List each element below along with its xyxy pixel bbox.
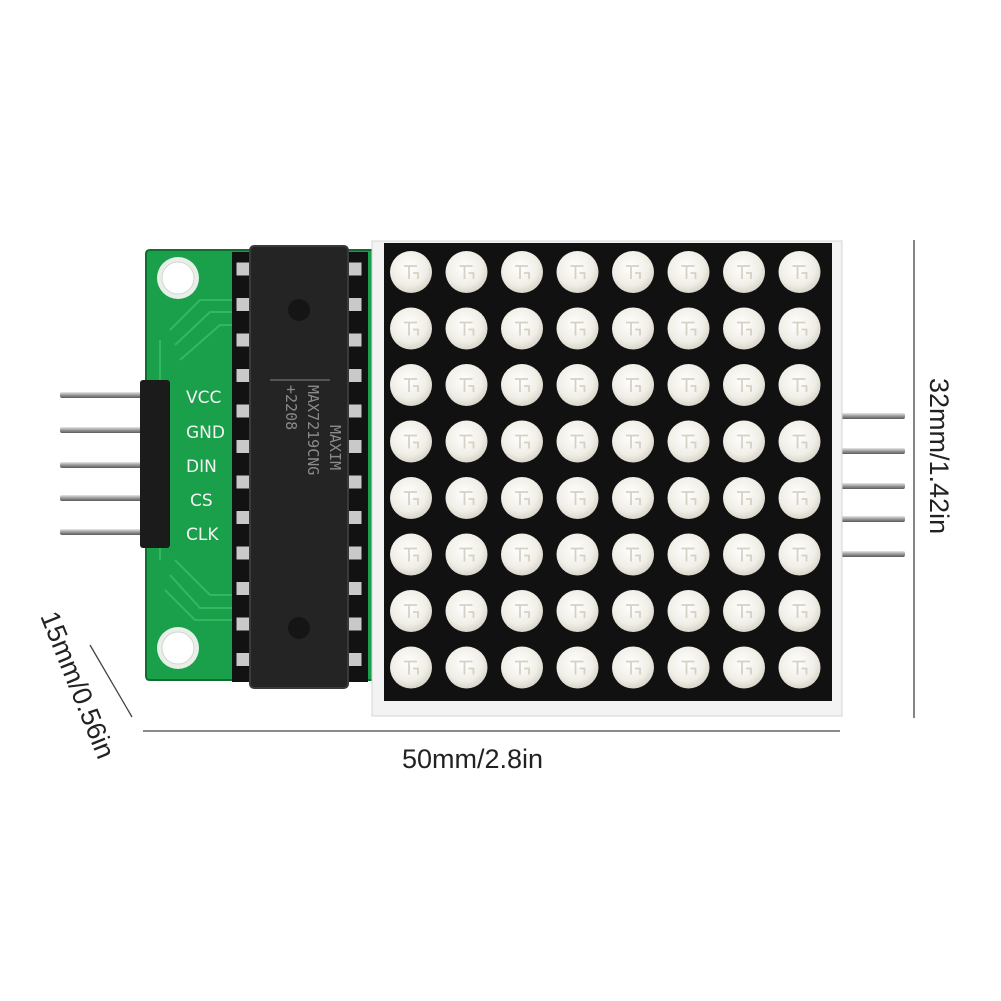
led-r3-c2 xyxy=(445,364,488,406)
input-header-pins xyxy=(60,392,165,535)
led-r3-c5 xyxy=(612,364,654,406)
led-r5-c6 xyxy=(667,477,710,519)
led-r4-c7 xyxy=(723,420,765,463)
led-r2-c6 xyxy=(667,307,710,350)
led-r2-c1 xyxy=(390,307,432,350)
led-r4-c4 xyxy=(556,420,599,463)
led-r5-c2 xyxy=(445,477,488,519)
led-r1-c7 xyxy=(723,251,765,293)
mounting-hole-top xyxy=(157,257,199,299)
led-r4-c3 xyxy=(501,420,543,463)
height-dimension-label: 32mm/1.42in xyxy=(924,378,954,534)
header-pin-2 xyxy=(60,427,165,433)
led-r4-c6 xyxy=(667,420,710,463)
led-r3-c1 xyxy=(390,364,432,406)
led-r7-c2 xyxy=(445,590,488,632)
width-dimension-label: 50mm/2.8in xyxy=(402,744,543,774)
output-pin-1 xyxy=(830,413,905,419)
header-pin-5 xyxy=(60,529,165,535)
led-r2-c7 xyxy=(723,307,765,350)
output-pin-3 xyxy=(830,483,905,489)
led-r7-c6 xyxy=(667,590,710,632)
header-pin-4 xyxy=(60,495,165,501)
led-r4-c8 xyxy=(778,420,821,463)
chip-code: +2208 xyxy=(282,385,300,430)
led-r8-c6 xyxy=(667,646,710,689)
led-r1-c2 xyxy=(445,251,488,293)
led-r8-c1 xyxy=(390,646,432,689)
pin-label-cs: CS xyxy=(190,491,213,511)
led-r7-c3 xyxy=(501,590,543,632)
depth-dimension-line xyxy=(89,644,133,718)
led-r6-c1 xyxy=(390,533,432,576)
output-pin-2 xyxy=(830,448,905,454)
led-r5-c1 xyxy=(390,477,432,519)
pin-label-clk: CLK xyxy=(186,525,219,545)
header-pin-3 xyxy=(60,462,165,468)
led-r7-c5 xyxy=(612,590,654,632)
pin-label-gnd: GND xyxy=(186,423,225,443)
led-r1-c3 xyxy=(501,251,543,293)
led-r2-c3 xyxy=(501,307,543,350)
led-r6-c7 xyxy=(723,533,765,576)
led-r1-c4 xyxy=(556,251,599,293)
led-r3-c7 xyxy=(723,364,765,406)
led-r4-c1 xyxy=(390,420,432,463)
led-r7-c8 xyxy=(778,590,821,632)
led-r5-c8 xyxy=(778,477,821,519)
led-r8-c8 xyxy=(778,646,821,689)
pin-header-block xyxy=(140,380,170,548)
chip-brand: MAXIM xyxy=(326,425,344,470)
led-r5-c4 xyxy=(556,477,599,519)
max7219-chip: MAXIM MAX7219CNG +2208 xyxy=(249,245,349,689)
led-r8-c7 xyxy=(723,646,765,689)
depth-dimension-label: 15mm/0.56in xyxy=(34,607,120,763)
led-r5-c5 xyxy=(612,477,654,519)
pin-label-vcc: VCC xyxy=(186,388,221,408)
led-r6-c5 xyxy=(612,533,654,576)
led-r1-c8 xyxy=(778,251,821,293)
led-r2-c4 xyxy=(556,307,599,350)
led-r1-c6 xyxy=(667,251,710,293)
mounting-hole-bottom xyxy=(157,627,199,669)
led-r7-c1 xyxy=(390,590,432,632)
led-r2-c2 xyxy=(445,307,488,350)
led-r3-c4 xyxy=(556,364,599,406)
output-pin-5 xyxy=(830,551,905,557)
led-r4-c5 xyxy=(612,420,654,463)
led-matrix xyxy=(371,240,843,717)
header-pin-1 xyxy=(60,392,165,398)
led-r8-c3 xyxy=(501,646,543,689)
led-r5-c7 xyxy=(723,477,765,519)
led-r5-c3 xyxy=(501,477,543,519)
led-r3-c8 xyxy=(778,364,821,406)
output-pin-4 xyxy=(830,516,905,522)
chip-model: MAX7219CNG xyxy=(304,385,322,475)
led-r7-c4 xyxy=(556,590,599,632)
led-r3-c3 xyxy=(501,364,543,406)
led-r7-c7 xyxy=(723,590,765,632)
pin-label-din: DIN xyxy=(186,457,217,477)
pin-labels: VCC GND DIN CS CLK xyxy=(186,388,225,545)
led-r6-c8 xyxy=(778,533,821,576)
output-header-pins xyxy=(830,413,905,557)
led-r2-c5 xyxy=(612,307,654,350)
led-r2-c8 xyxy=(778,307,821,350)
led-r1-c1 xyxy=(390,251,432,293)
led-r8-c5 xyxy=(612,646,654,689)
led-r8-c4 xyxy=(556,646,599,689)
led-r6-c6 xyxy=(667,533,710,576)
led-r6-c3 xyxy=(501,533,543,576)
led-r1-c5 xyxy=(612,251,654,293)
led-r6-c4 xyxy=(556,533,599,576)
led-r4-c2 xyxy=(445,420,488,463)
led-r8-c2 xyxy=(445,646,488,689)
led-r6-c2 xyxy=(445,533,488,576)
dimension-lines xyxy=(89,240,915,732)
led-r3-c6 xyxy=(667,364,710,406)
